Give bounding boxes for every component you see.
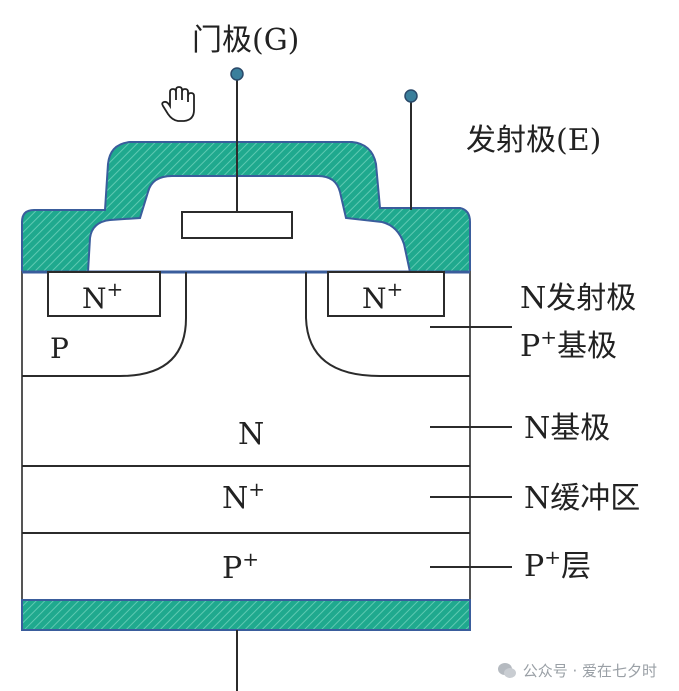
n-plus-region-left (47, 271, 161, 317)
layer-label-n-buffer: N缓冲区 (524, 481, 640, 516)
hand-cursor-icon (161, 86, 195, 122)
collector-metal (21, 599, 471, 631)
n-plus-region-right (327, 271, 445, 317)
layer-label-p-layer: P+层 (524, 545, 591, 584)
layer-label-n-emitter: N发射极 (520, 281, 636, 316)
gate-electrode (181, 211, 293, 239)
gate-label: 门极(G) (192, 23, 299, 58)
emitter-terminal-dot (404, 89, 418, 103)
n-base-region-label: N (238, 417, 264, 452)
watermark-text: 公众号 · 爱在七夕时 (522, 662, 657, 680)
n-buffer-region-label: N+ (222, 477, 265, 516)
p-plus-region-label: P+ (222, 547, 259, 586)
watermark: 公众号 · 爱在七夕时 (497, 660, 657, 681)
gate-terminal-dot (230, 67, 244, 81)
p-well-right (305, 272, 470, 377)
n-plus-left-label: N+ (82, 277, 123, 315)
layer-label-p-base: P+基极 (520, 325, 617, 364)
wechat-icon (497, 662, 516, 678)
n-plus-right-label: N+ (362, 277, 403, 315)
p-well-left (22, 272, 187, 377)
layer-label-n-base: N基极 (524, 411, 610, 446)
p-left-label: P (50, 332, 69, 365)
emitter-label: 发射极(E) (466, 123, 601, 158)
